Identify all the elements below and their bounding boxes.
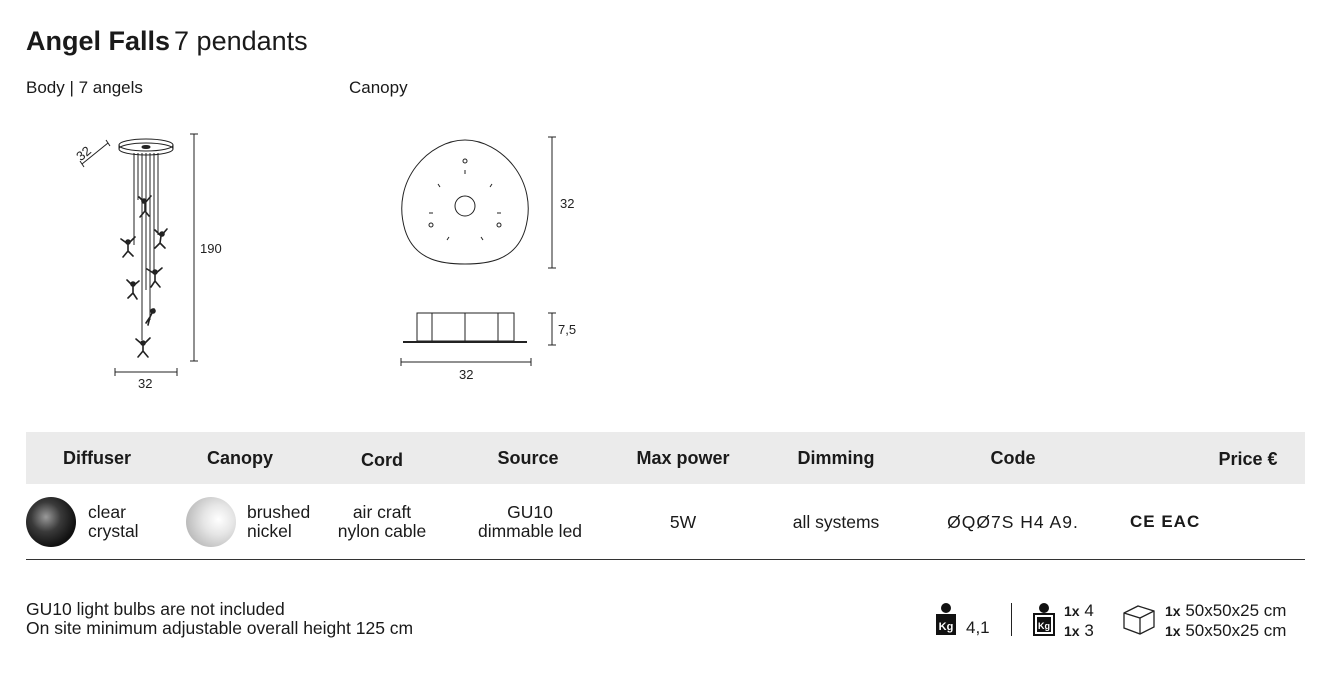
- body-drawing-label: Body | 7 angels: [26, 78, 143, 97]
- cell-diffuser: clear crystal: [88, 503, 139, 541]
- cord-line2: nylon cable: [337, 521, 427, 541]
- header-max-power: Max power: [636, 448, 730, 468]
- product-name: Angel Falls: [26, 26, 171, 56]
- technical-drawings: 32 190 32 32 7,5 32: [73, 133, 576, 391]
- canopy-depth-dimension: 32: [560, 196, 574, 211]
- cell-cord: air craft nylon cable: [338, 503, 427, 541]
- angel-figure: [146, 267, 163, 288]
- angel-figure: [154, 228, 168, 249]
- body-width-dimension: 32: [138, 376, 152, 391]
- angel-figure: [126, 279, 140, 300]
- diffuser-line2: crystal: [88, 521, 139, 541]
- canopy-line2: nickel: [247, 521, 292, 541]
- canopy-width-dimension: 32: [459, 367, 473, 382]
- svg-text:Kg: Kg: [939, 621, 954, 633]
- footer-notes: GU10 light bulbs are not included On sit…: [26, 600, 413, 638]
- spec-table-row: clear crystal brushed nickel air craft n…: [26, 484, 1305, 560]
- box-dim-2: 50x50x25 cm: [1185, 621, 1287, 640]
- kg-weight-icon: Kg: [936, 603, 956, 635]
- gross-weights: 1x 4 1x 3: [1064, 601, 1094, 641]
- svg-text:Kg: Kg: [1038, 621, 1050, 631]
- header-source: Source: [497, 448, 559, 468]
- source-line1: GU10: [507, 502, 553, 522]
- header-price: Price €: [1218, 449, 1278, 469]
- spec-table-header: Diffuser Canopy Cord Source Max power Di…: [26, 432, 1305, 484]
- header-diffuser: Diffuser: [62, 448, 132, 468]
- divider: [1011, 603, 1012, 636]
- box-qty-1: 1x: [1165, 603, 1181, 619]
- note-height: On site minimum adjustable overall heigh…: [26, 618, 414, 638]
- net-weight: 4,1: [966, 618, 990, 637]
- body-diag-dimension: 32: [73, 143, 94, 164]
- cell-dimming: all systems: [792, 512, 880, 532]
- source-line2: dimmable led: [477, 521, 583, 541]
- cell-canopy: brushed nickel: [247, 503, 310, 541]
- box-qty-2: 1x: [1165, 623, 1181, 639]
- canopy-drawing: [400, 136, 556, 366]
- cord-line1: air craft: [352, 502, 412, 522]
- note-bulbs: GU10 light bulbs are not included: [26, 599, 285, 619]
- body-drawing: [79, 133, 198, 376]
- angel-figure: [138, 195, 152, 218]
- box-dimensions: 1x 50x50x25 cm 1x 50x50x25 cm: [1165, 601, 1286, 641]
- header-code: Code: [990, 448, 1036, 468]
- angel-figures: [120, 195, 168, 358]
- canopy-drawing-label: Canopy: [349, 78, 408, 97]
- box-dim-1: 50x50x25 cm: [1185, 601, 1287, 620]
- gross-qty-1: 1x: [1064, 603, 1080, 619]
- box-icon: [1123, 605, 1155, 635]
- header-dimming: Dimming: [797, 448, 875, 468]
- angel-figure: [145, 308, 156, 326]
- cell-source: GU10 dimmable led: [478, 503, 582, 541]
- cell-max-power: 5W: [669, 512, 697, 532]
- gross-val-2: 3: [1084, 621, 1094, 640]
- certification-marks: CE EAC: [1130, 512, 1201, 531]
- angel-figure: [135, 337, 151, 358]
- header-cord: Cord: [361, 450, 403, 470]
- gross-val-1: 4: [1084, 601, 1094, 620]
- body-height-dimension: 190: [200, 241, 222, 256]
- gross-qty-2: 1x: [1064, 623, 1080, 639]
- nickel-swatch: [186, 497, 236, 547]
- canopy-line1: brushed: [247, 502, 311, 522]
- crystal-swatch: [26, 497, 76, 547]
- angel-figure: [120, 236, 136, 258]
- kg-gross-weight-icon: Kg: [1033, 603, 1055, 636]
- product-variant: 7 pendants: [174, 26, 308, 56]
- diffuser-line1: clear: [88, 502, 126, 522]
- cell-code: ØQØ7S H4 A9.: [947, 512, 1079, 532]
- canopy-height-dimension: 7,5: [558, 322, 576, 337]
- header-canopy: Canopy: [206, 448, 274, 468]
